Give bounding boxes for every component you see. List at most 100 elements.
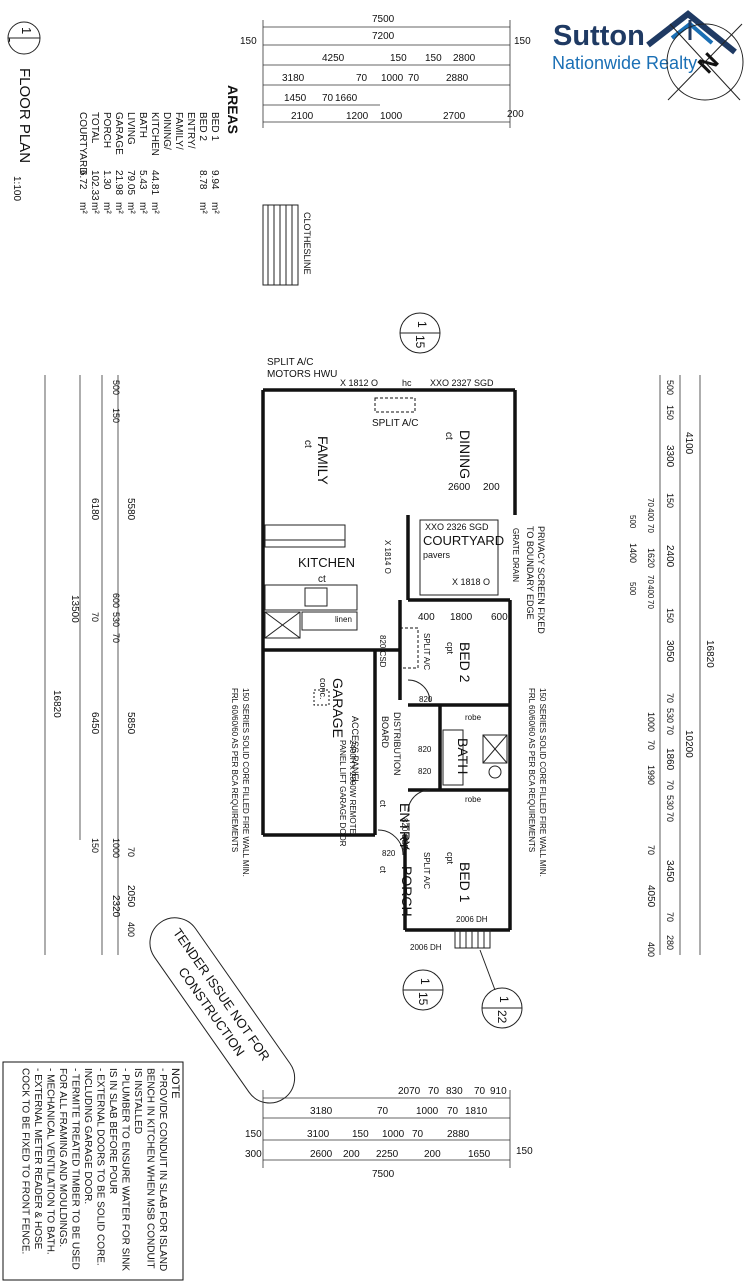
stamp-line1: TENDER ISSUE NOT FOR: [170, 925, 273, 1063]
dim-top-overall: 7500: [372, 14, 395, 25]
dim-left-d0: 150: [90, 838, 100, 853]
label-grate-drain: GRATE DRAIN: [511, 528, 520, 582]
dim-right-c9: 70: [665, 780, 675, 790]
room-entry-floor: ct: [378, 800, 388, 808]
label-split-ac-2: SPLIT A/C: [372, 418, 419, 429]
label-door-820-c: 820: [418, 767, 432, 776]
note-line: BENCH IN KITCHEN WHEN MSB CONDUIT: [145, 1068, 156, 1269]
house-logo-icon: [646, 10, 737, 55]
bottom-dimensions: 2070 70 830 70 910 3180 70 1000 70 1810 …: [245, 1086, 533, 1180]
dim-right-d5: 400: [646, 942, 656, 957]
label-door-820-b: 820: [418, 745, 432, 754]
room-family: FAMILY: [315, 436, 331, 485]
label-fire-wall-left-1: 150 SERIES SOLID CORE FILLED FIRE WALL M…: [241, 688, 250, 877]
marker-br-num: 1: [497, 996, 511, 1003]
area-name: KITCHEN: [149, 112, 160, 156]
dim-bot-r2-e: 1810: [465, 1106, 488, 1117]
dim-top-r5b-e: 200: [507, 109, 524, 120]
dim-right-d2: 4050: [645, 885, 656, 908]
floor-plan-scale: 1:100: [11, 176, 22, 201]
room-bath: BATH: [455, 738, 471, 774]
dim-top-r3-b: 150: [390, 53, 407, 64]
label-privacy-screen-2: TO BOUNDARY EDGE: [525, 526, 535, 620]
dim-right-overall: 16820: [704, 640, 715, 668]
dim-left-b2: 530: [111, 612, 121, 627]
section-marker-bottom-right: 1 22: [479, 949, 523, 1029]
label-garage-door-2: PANEL LIFT GARAGE DOOR: [338, 740, 347, 847]
marker-top-sheet: 15: [413, 335, 427, 349]
area-name: BED 1: [209, 112, 220, 141]
label-distribution-2: BOARD: [380, 716, 390, 749]
label-linen: linen: [335, 615, 352, 624]
marker-bl-num: 1: [418, 978, 432, 985]
room-garage: GARAGE: [330, 678, 346, 738]
area-unit: m²: [125, 202, 136, 214]
dim-right-b4: 70: [646, 524, 655, 533]
title-marker-number: 1: [19, 27, 34, 34]
dim-right-b6: 1620: [646, 548, 656, 568]
room-bed2-floor: cpt: [445, 642, 455, 655]
dim-bot-r3-f: 2880: [447, 1129, 470, 1140]
dim-bot-r1-a: 2070: [398, 1086, 421, 1097]
dim-right-b5: 1400: [628, 543, 638, 563]
label-csd-820-1: 820 CSD: [378, 635, 387, 668]
dim-bot-r3-a: 150: [245, 1129, 262, 1140]
area-value: 9.94: [209, 170, 220, 190]
dim-bot-r4-d: 2250: [376, 1149, 399, 1160]
dim-left-d1: 1000: [111, 838, 121, 858]
label-sgd-2327: XXO 2327 SGD: [430, 378, 494, 388]
dim-right-a2: 3300: [664, 445, 675, 468]
note-line: - PLUMBER TO ENSURE WATER FOR SINK: [120, 1068, 131, 1271]
area-value: 5.43: [137, 170, 148, 190]
dim-bot-r2-d: 70: [447, 1106, 459, 1117]
label-sgd-2326: XXO 2326 SGD: [425, 522, 489, 532]
label-split-ac-bed1: SPLIT A/C: [422, 852, 431, 889]
dim-right-c0: 150: [665, 608, 675, 623]
dim-bot-r3-b: 3100: [307, 1129, 330, 1140]
area-name: GARAGE: [113, 112, 124, 155]
area-unit: m²: [89, 202, 100, 214]
label-dim-400: 400: [418, 612, 435, 623]
title-block: 1 - FLOOR PLAN 1:100: [3, 21, 41, 201]
dim-bot-r3-d: 1000: [382, 1129, 405, 1140]
dim-right-b10: 70: [646, 600, 655, 609]
dim-top-r4-c: 1000: [381, 73, 404, 84]
area-name: BED 2: [197, 112, 208, 141]
dim-left-d5: 400: [126, 922, 136, 937]
label-dim-600: 600: [491, 612, 508, 623]
note-line: - MECHANICAL VENTILATION TO BATH.: [45, 1068, 56, 1255]
dim-bot-r2-a: 3180: [310, 1106, 333, 1117]
room-bed1-floor: cpt: [445, 852, 455, 865]
dim-top-r4-b: 70: [356, 73, 368, 84]
dim-top-r5a-a: 1450: [284, 93, 307, 104]
section-marker-top: 1 15: [399, 312, 441, 354]
area-name: LIVING: [125, 112, 136, 145]
label-garage-door-1: 2400H x 2800W REMOTE: [348, 740, 357, 834]
note-line: COCK TO BE FIXED TO FRONT FENCE.: [20, 1068, 31, 1254]
label-hc: hc: [402, 378, 412, 388]
dim-right-c7: 1860: [664, 748, 675, 771]
label-dh-2006-b: 2006 DH: [410, 943, 442, 952]
dim-left-c1: 70: [90, 612, 100, 622]
svg-text:N: N: [693, 48, 724, 79]
building-walls: [261, 388, 517, 949]
dim-right-c6: 70: [646, 740, 656, 750]
room-labels: FAMILY ct DINING ct KITCHEN ct COURTYARD…: [298, 430, 504, 917]
dim-right-b8: 400: [646, 585, 655, 599]
dim-top-r5b-d: 2700: [443, 111, 466, 122]
marker-bl-sheet: 15: [416, 992, 430, 1006]
dim-top-r4-e: 2880: [446, 73, 469, 84]
dim-top-r2-c: 150: [514, 36, 531, 47]
dim-right-c1: 3050: [664, 640, 675, 663]
dim-right-c8: 1990: [646, 765, 656, 785]
area-value: 79.05: [125, 170, 136, 195]
dim-right-b9: 500: [628, 582, 637, 596]
dim-bot-r4-b: 2600: [310, 1149, 333, 1160]
area-unit: m²: [101, 202, 112, 214]
dim-right-c3: 530: [665, 708, 675, 723]
top-dimensions: 7500 150 7200 150 4250 150 150 2800 3180…: [240, 14, 531, 128]
note-heading: NOTE: [169, 1068, 181, 1099]
dim-left-b3: 70: [111, 633, 121, 643]
dim-left-b0: 6180: [89, 498, 100, 521]
